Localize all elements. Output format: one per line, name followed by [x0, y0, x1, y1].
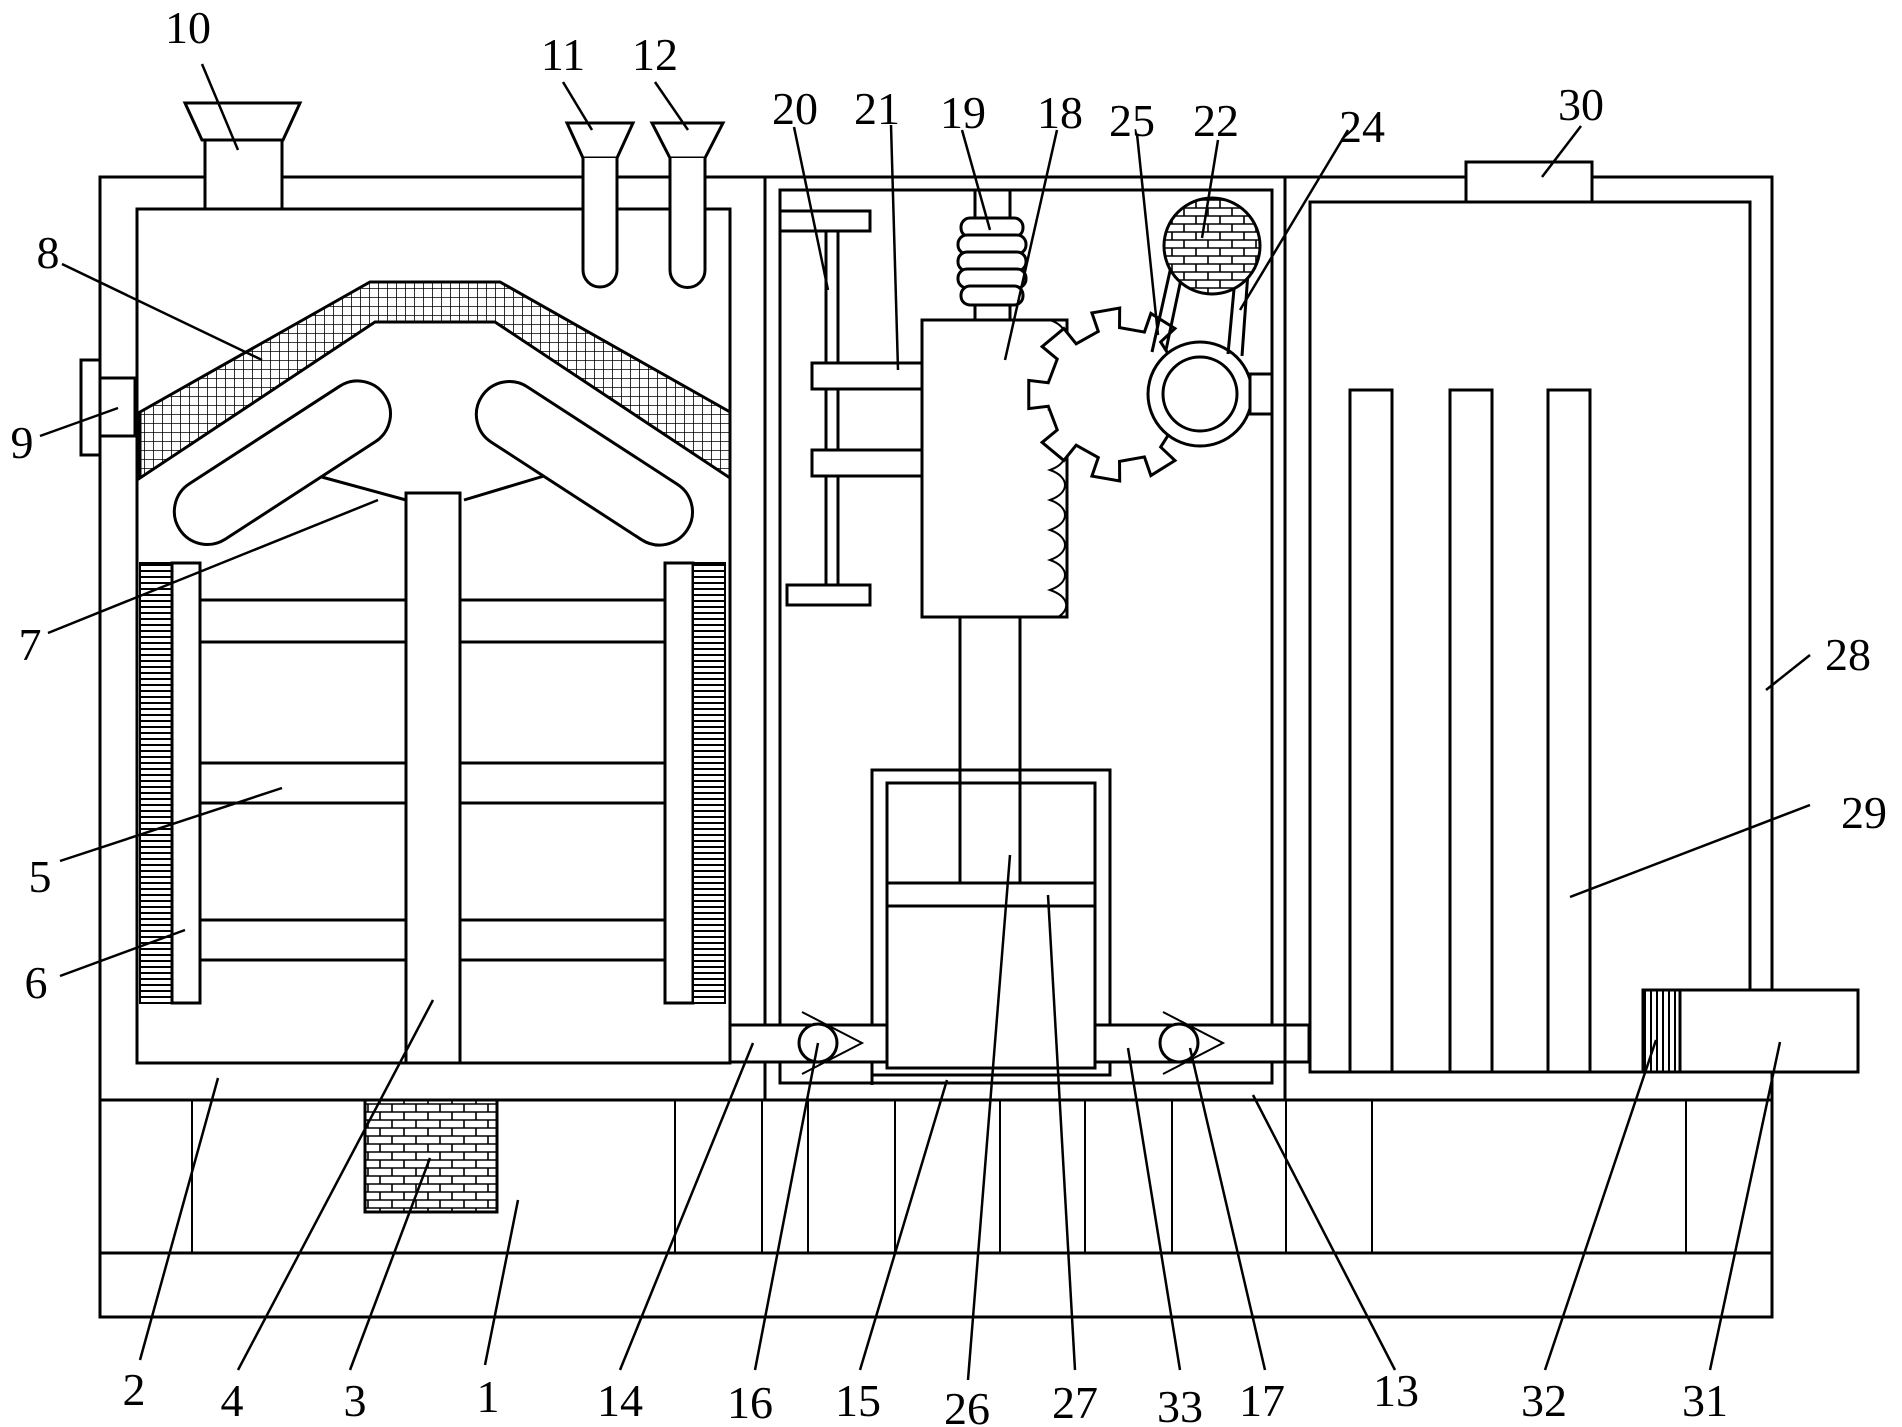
label-19: 19 [940, 87, 986, 138]
label-11: 11 [541, 29, 585, 80]
label-2: 2 [123, 1364, 146, 1415]
check-valve-17 [1158, 1011, 1226, 1075]
middle-chamber [763, 175, 1287, 1102]
label-26: 26 [944, 1383, 990, 1427]
label-24: 24 [1339, 101, 1385, 152]
label-15: 15 [835, 1375, 881, 1426]
dosing-funnel-11 [564, 121, 636, 289]
drain-pipe-31 [1678, 988, 1860, 1074]
label-29: 29 [1841, 787, 1887, 838]
outlet-pipe-33 [1093, 1023, 1311, 1064]
label-25: 25 [1109, 95, 1155, 146]
label-27: 27 [1052, 1377, 1098, 1427]
feed-hopper-10 [182, 101, 303, 211]
dosing-funnel-12 [649, 121, 726, 289]
piston-rod-26 [958, 615, 1022, 889]
gear-axle [1161, 355, 1239, 433]
label-17: 17 [1239, 1375, 1285, 1426]
label-12: 12 [632, 29, 678, 80]
piston-27 [885, 881, 1097, 908]
right-tank-28 [1283, 160, 1774, 1102]
scrapers-6 [139, 561, 726, 1005]
label-21: 21 [854, 83, 900, 134]
label-20: 20 [772, 83, 818, 134]
stirring-shaft-4 [404, 491, 462, 1065]
motor-block-3 [363, 1098, 499, 1214]
label-30: 30 [1558, 79, 1604, 130]
guide-rail-20 [778, 209, 872, 607]
filter-plates-29 [1348, 388, 1592, 1074]
motor-22 [1162, 196, 1262, 296]
spring-19 [956, 190, 1028, 320]
label-9: 9 [11, 417, 34, 468]
label-4: 4 [221, 1375, 244, 1426]
rack-block-18 [920, 318, 1069, 619]
brackets-21 [810, 361, 924, 478]
reference-numerals: 10 11 12 20 21 19 18 25 22 24 30 8 9 7 5… [11, 2, 1888, 1427]
label-5: 5 [29, 851, 52, 902]
label-16: 16 [727, 1377, 773, 1427]
label-14: 14 [597, 1375, 643, 1426]
label-6: 6 [25, 957, 48, 1008]
spray-arms-7 [172, 379, 694, 547]
label-7: 7 [19, 619, 42, 670]
label-13: 13 [1373, 1365, 1419, 1416]
pump-cylinder-15 [870, 768, 1112, 1085]
label-18: 18 [1037, 87, 1083, 138]
label-22: 22 [1193, 95, 1239, 146]
label-28: 28 [1825, 629, 1871, 680]
leader-lines [39, 63, 1811, 1381]
label-8: 8 [37, 227, 60, 278]
label-1: 1 [477, 1371, 500, 1422]
label-3: 3 [344, 1375, 367, 1426]
label-32: 32 [1521, 1375, 1567, 1426]
label-10: 10 [165, 2, 211, 53]
label-31: 31 [1682, 1375, 1728, 1426]
label-33: 33 [1157, 1381, 1203, 1427]
roof-filter-8 [138, 280, 732, 481]
base-frame [98, 1098, 1774, 1319]
